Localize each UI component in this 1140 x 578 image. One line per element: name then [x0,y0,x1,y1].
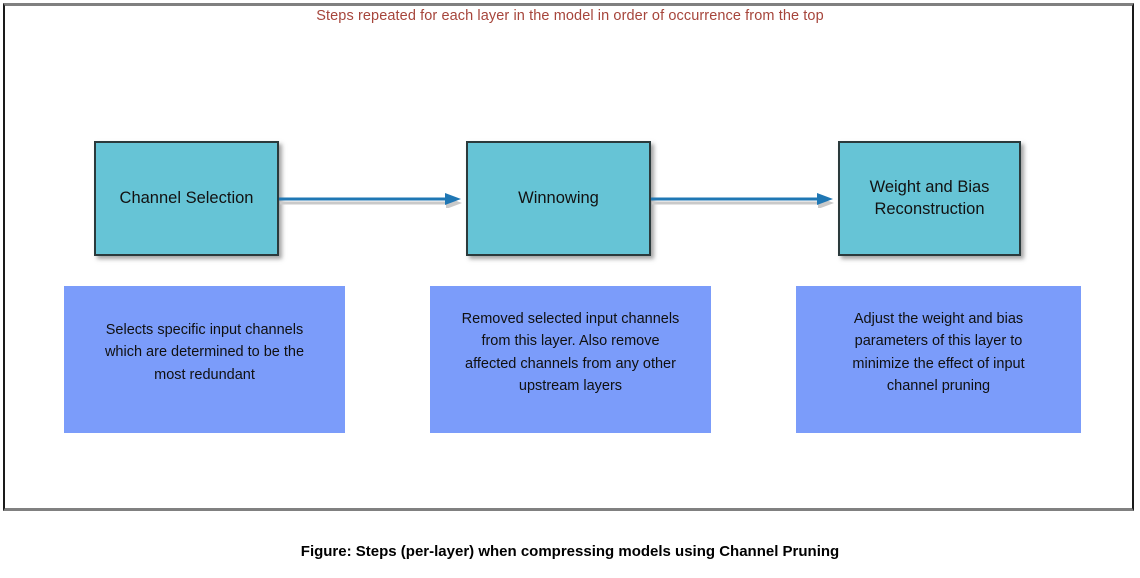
top-note-text: Steps repeated for each layer in the mod… [316,8,824,24]
step-box-label: Winnowing [518,188,599,207]
arrow-channel-selection-to-winnowing [279,192,469,208]
description-text: Adjust the weight and bias parameters of… [852,310,1025,394]
step-box-winnowing[interactable]: Winnowing [466,141,651,256]
description-box-weight-and-bias-reconstruction: Adjust the weight and bias parameters of… [796,286,1081,433]
step-box-label: Weight and Bias Reconstruction [869,178,990,218]
step-box-label: Channel Selection [119,188,254,207]
step-box-channel-selection[interactable]: Channel Selection [94,141,279,256]
figure-caption: Figure: Steps (per-layer) when compressi… [300,543,840,560]
description-text: Selects specific input channels which ar… [104,321,305,383]
figure-border-frame [3,3,1134,511]
description-text: Removed selected input channels from thi… [461,310,680,394]
step-box-weight-and-bias-reconstruction[interactable]: Weight and Bias Reconstruction [838,141,1021,256]
arrow-winnowing-to-reconstruction [651,192,841,208]
description-box-channel-selection: Selects specific input channels which ar… [64,286,345,433]
description-box-winnowing: Removed selected input channels from thi… [430,286,711,433]
